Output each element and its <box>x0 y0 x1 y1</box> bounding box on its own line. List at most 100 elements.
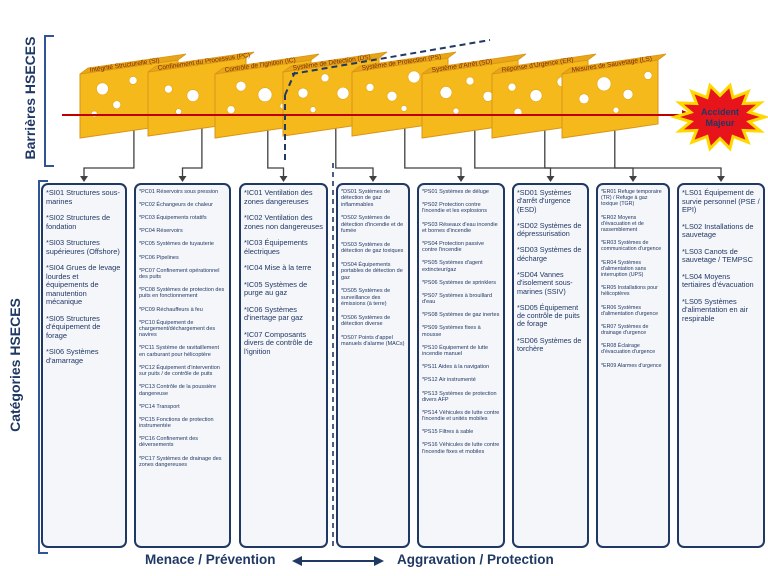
category-item-pc: *PC09 Réchauffeurs à feu <box>139 306 203 313</box>
category-item-ps: *PS14 Véhicules de lutte contre l'incend… <box>422 409 500 423</box>
connector-arrowhead <box>80 176 88 182</box>
category-item-sd: *SD06 Systèmes de torchère <box>517 335 582 353</box>
category-item-ps: *PS15 Filtres à sable <box>422 429 474 436</box>
category-item-si: *SI05 Structures d'équipement de forage <box>46 313 101 340</box>
category-item-ic: *IC02 Ventilation des zones non dangereu… <box>244 213 323 231</box>
category-item-pc: *PC06 Pipelines <box>139 254 179 261</box>
connector-arrowhead <box>369 176 377 182</box>
connector-arrowhead <box>178 176 187 182</box>
category-item-pc: *PC04 Réservoirs <box>139 228 183 235</box>
connector-line <box>544 130 634 180</box>
category-item-si: *SI02 Structures de fondation <box>46 213 111 231</box>
prevention-protection-divider <box>284 39 491 160</box>
aggravation-protection-label: Aggravation / Protection <box>397 552 554 567</box>
connector-line <box>404 128 462 180</box>
category-item-ps: *PS03 Réseaux d'eau incendie et bornes d… <box>422 221 498 234</box>
category-item-ps: *PS04 Protection passive contre l'incend… <box>422 240 485 254</box>
category-item-ls: *LS04 Moyens tertiaires d'évacuation <box>682 271 754 290</box>
cheese-hole <box>596 76 612 92</box>
category-box-pc: *PC01 Réservoirs sous pression *PC02 Écha… <box>134 183 231 548</box>
cheese-hole <box>320 73 330 83</box>
barrier-category-connectors <box>80 128 725 182</box>
connector-line <box>181 128 203 180</box>
category-item-er: *ER07 Systèmes de drainage d'urgence <box>601 323 649 337</box>
category-item-ds: *DS03 Systèmes de détection de gaz toxiq… <box>341 241 404 255</box>
category-box-er: *ER01 Refuge temporaire (TR) / Refuge à … <box>596 183 670 548</box>
cheese-hole <box>175 108 182 115</box>
connector-line <box>474 130 552 180</box>
cheese-hole <box>365 83 375 92</box>
connector-arrowhead <box>546 176 555 182</box>
cheese-hole <box>578 93 590 105</box>
category-item-ps: *PS13 Systèmes de protection divers AFP <box>422 390 497 403</box>
category-box-ds: *DS01 Systèmes de détection de gaz infla… <box>336 183 410 548</box>
category-item-sd: *SD01 Systèmes d'arrêt d'urgence (ESD) <box>517 188 572 214</box>
connector-line <box>83 130 135 180</box>
cheese-hole <box>309 106 317 113</box>
menace-prevention-label: Menace / Prévention <box>145 552 276 567</box>
category-item-sd: *SD03 Systèmes de décharge <box>517 245 582 263</box>
cheese-hole <box>507 82 517 92</box>
cheese-hole <box>90 110 98 118</box>
cheese-hole <box>529 89 543 102</box>
connector-arrowhead <box>457 176 465 182</box>
cheese-hole <box>164 84 173 94</box>
cheese-slices: Intégrité Structurelle (SI)Confinement d… <box>79 51 667 139</box>
categories-bracket <box>38 180 48 554</box>
cheese-hole <box>612 106 620 114</box>
category-item-ic: *IC05 Systèmes de purge au gaz <box>244 279 308 298</box>
category-item-si: *SI04 Grues de levage lourdes et équipem… <box>46 263 121 307</box>
category-item-pc: *PC17 Systèmes de drainage des zones dan… <box>139 455 222 468</box>
category-item-ps: *PS16 Véhicules de lutte contre l'incend… <box>422 442 500 455</box>
accident-label-line2: Majeur <box>705 118 735 128</box>
cheese-slice: Mesures de Sauvetage (LS) <box>561 53 667 139</box>
category-item-ds: *DS01 Systèmes de détection de gaz infla… <box>341 189 391 208</box>
category-item-pc: *PC16 Confinement des déversements <box>139 436 199 449</box>
double-arrow-left-icon <box>292 556 302 566</box>
category-item-pc: *PC03 Équipements rotatifs <box>139 215 207 222</box>
category-item-pc: *PC08 Systèmes de protection des puits e… <box>139 287 225 300</box>
barriers-bracket <box>44 35 54 167</box>
category-item-er: *ER03 Systèmes de communication d'urgenc… <box>601 240 662 253</box>
category-item-pc: *PC11 Système de ravitaillement en carbu… <box>139 345 219 358</box>
cheese-hole <box>400 105 408 112</box>
category-item-ds: *DS05 Systèmes de surveillance des émiss… <box>341 288 391 308</box>
category-item-ic: *IC06 Systèmes d'inertage par gaz <box>244 304 303 323</box>
category-box-si: *SI01 Structures sous-marines*SI02 Struc… <box>41 183 127 548</box>
category-item-pc: *PC02 Échangeurs de chaleur <box>139 202 213 209</box>
category-item-pc: *PC07 Confinement opérationnel des puits <box>139 267 220 280</box>
cheese-hole <box>186 89 200 102</box>
cheese-hole <box>643 71 653 80</box>
category-item-pc: *PC10 Équipement de chargement/déchargem… <box>139 319 216 339</box>
category-item-ds: *DS02 Systèmes de détection d'incendie e… <box>341 215 404 235</box>
category-item-ps: *PS07 Systèmes à brouillard d'eau <box>422 292 493 306</box>
category-item-pc: *PC15 Fonctions de protection instrument… <box>139 416 214 430</box>
category-item-ic: *IC03 Équipements électriques <box>244 238 308 256</box>
category-box-ic: *IC01 Ventilation des zones dangereuses *… <box>239 183 328 548</box>
category-item-er: *ER06 Systèmes d'alimentation d'urgence <box>601 304 659 317</box>
category-item-sd: *SD05 Équipement de contrôle de puits de… <box>517 302 580 329</box>
category-box-sd: *SD01 Systèmes d'arrêt d'urgence (ESD) *S… <box>512 183 589 548</box>
category-item-er: *ER09 Alarmes d'urgence <box>601 362 662 369</box>
cheese-hole <box>96 82 109 96</box>
category-item-ds: *DS04 Équipements portables de détection… <box>341 262 403 281</box>
category-item-pc: *PC12 Équipement d'intervention sur puit… <box>139 364 220 378</box>
category-item-ps: *PS11 Aides à la navigation <box>422 364 490 371</box>
category-item-ls: *LS05 Systèmes d'alimentation en air res… <box>682 296 748 323</box>
category-item-pc: *PC13 Contrôle de la poussière dangereus… <box>139 384 217 397</box>
category-item-ds: *DS06 Systèmes de détection diverse <box>341 314 391 328</box>
cheese-hole <box>128 76 138 85</box>
cheese-hole <box>386 90 398 102</box>
category-item-pc: *PC01 Réservoirs sous pression <box>139 189 219 195</box>
cheese-hole <box>407 70 421 84</box>
double-arrow-right-icon <box>374 556 384 566</box>
category-item-er: *ER02 Moyens d'évacuation et de rassembl… <box>601 214 644 233</box>
category-item-ps: *PS12 Air instrumenté <box>422 377 476 384</box>
connector-arrowhead <box>279 176 288 182</box>
accident-burst-icon <box>669 82 768 152</box>
category-item-ic: *IC07 Composants divers de contrôle de l… <box>244 329 313 356</box>
category-item-ic: *IC01 Ventilation des zones dangereuses <box>244 188 313 206</box>
category-item-ps: *PS05 Systèmes d'agent extincteur/gaz <box>422 260 483 273</box>
connector-arrowhead <box>717 176 725 182</box>
category-item-ls: *LS02 Installations de sauvetage <box>682 221 754 240</box>
